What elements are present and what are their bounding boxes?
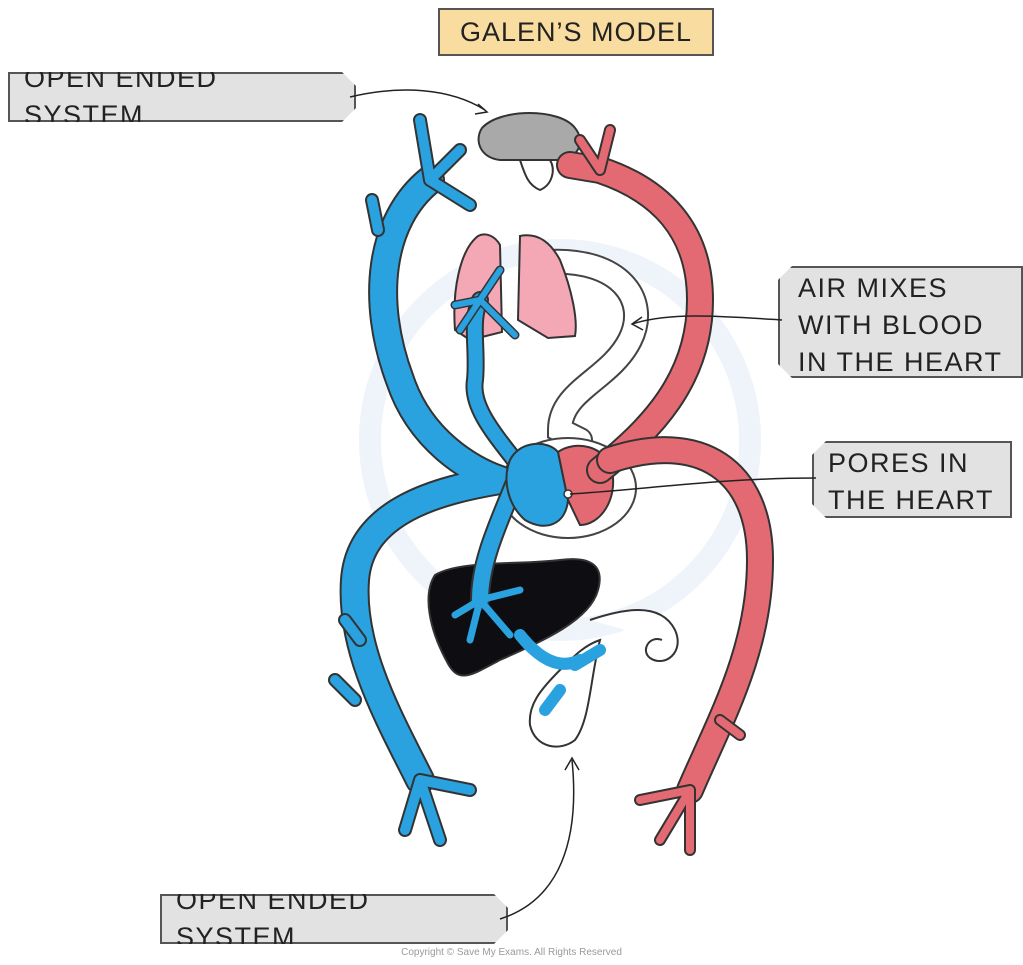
brain [479, 113, 580, 190]
leader-open-bottom [500, 760, 574, 919]
copyright-notice: Copyright © Save My Exams. All Rights Re… [0, 947, 1023, 958]
leader-open-top [350, 90, 485, 110]
